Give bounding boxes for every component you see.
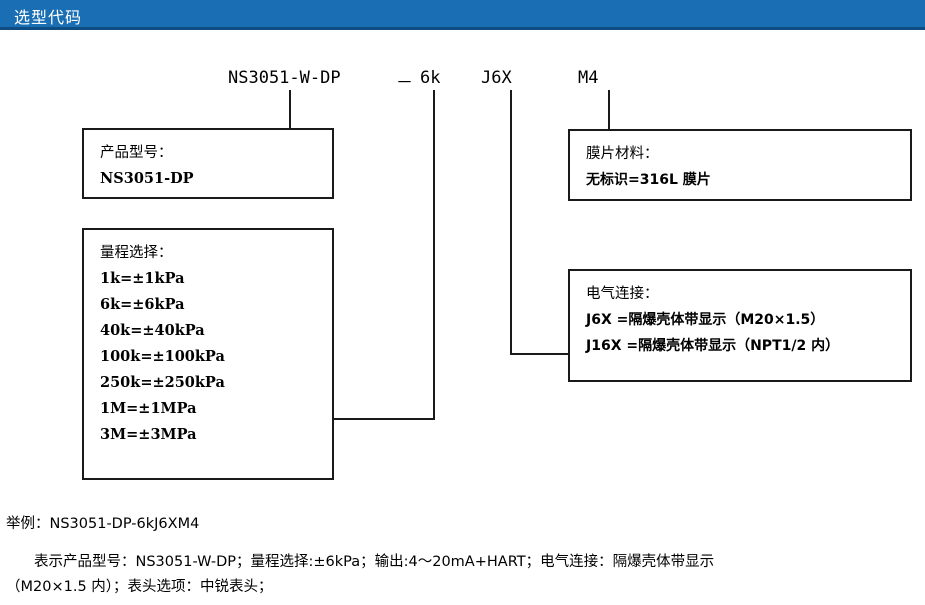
code-segment-electrical: J6X	[481, 68, 512, 88]
electrical-option: J16X =隔爆壳体带显示（NPT1/2 内）	[586, 338, 840, 354]
connector-electrical-vertical	[510, 90, 512, 355]
range-option: 250k=±250kPa	[100, 374, 225, 391]
connector-range-vertical	[433, 90, 435, 420]
range-option: 40k=±40kPa	[100, 322, 205, 339]
diaphragm-option: 无标识=316L 膜片	[586, 172, 711, 188]
code-segment-diaphragm: M4	[578, 68, 599, 88]
connector-diaphragm	[608, 90, 610, 129]
box-range-selection: 量程选择： 1k=±1kPa 6k=±6kPa 40k=±40kPa 100k=…	[82, 228, 334, 480]
box-range-selection-title: 量程选择：	[100, 245, 173, 261]
footer-description-line-2: （M20×1.5 内）；表头选项：中锐表头；	[6, 579, 273, 595]
page-title: 选型代码	[14, 8, 83, 27]
range-option: 1k=±1kPa	[100, 270, 185, 287]
connector-electrical-horizontal	[510, 353, 570, 355]
box-diaphragm-material-title: 膜片材料：	[586, 146, 659, 162]
connector-model	[289, 90, 291, 128]
code-segment-model: NS3051-W-DP	[228, 68, 341, 88]
range-option: 6k=±6kPa	[100, 296, 185, 313]
box-product-model-title: 产品型号：	[100, 145, 173, 161]
connector-range-horizontal	[334, 418, 435, 420]
box-electrical-connection-title: 电气连接：	[586, 286, 659, 302]
range-option: 3M=±3MPa	[100, 426, 197, 443]
box-product-model: 产品型号： NS3051-DP	[82, 128, 334, 199]
footer-example-code: 举例：NS3051-DP-6kJ6XM4	[6, 516, 200, 532]
code-segment-range: 6k	[420, 68, 441, 88]
range-option: 100k=±100kPa	[100, 348, 225, 365]
electrical-option: J6X =隔爆壳体带显示（M20×1.5）	[586, 312, 825, 328]
box-electrical-connection: 电气连接： J6X =隔爆壳体带显示（M20×1.5） J16X =隔爆壳体带显…	[568, 269, 912, 382]
section-header-bar	[0, 0, 925, 30]
box-product-model-value: NS3051-DP	[100, 170, 194, 187]
range-option: 1M=±1MPa	[100, 400, 197, 417]
box-diaphragm-material: 膜片材料： 无标识=316L 膜片	[568, 129, 912, 201]
footer-description-line-1: 表示产品型号：NS3051-W-DP；量程选择:±6kPa；输出:4～20mA+…	[34, 554, 715, 570]
code-segment-dash: －	[396, 73, 413, 93]
